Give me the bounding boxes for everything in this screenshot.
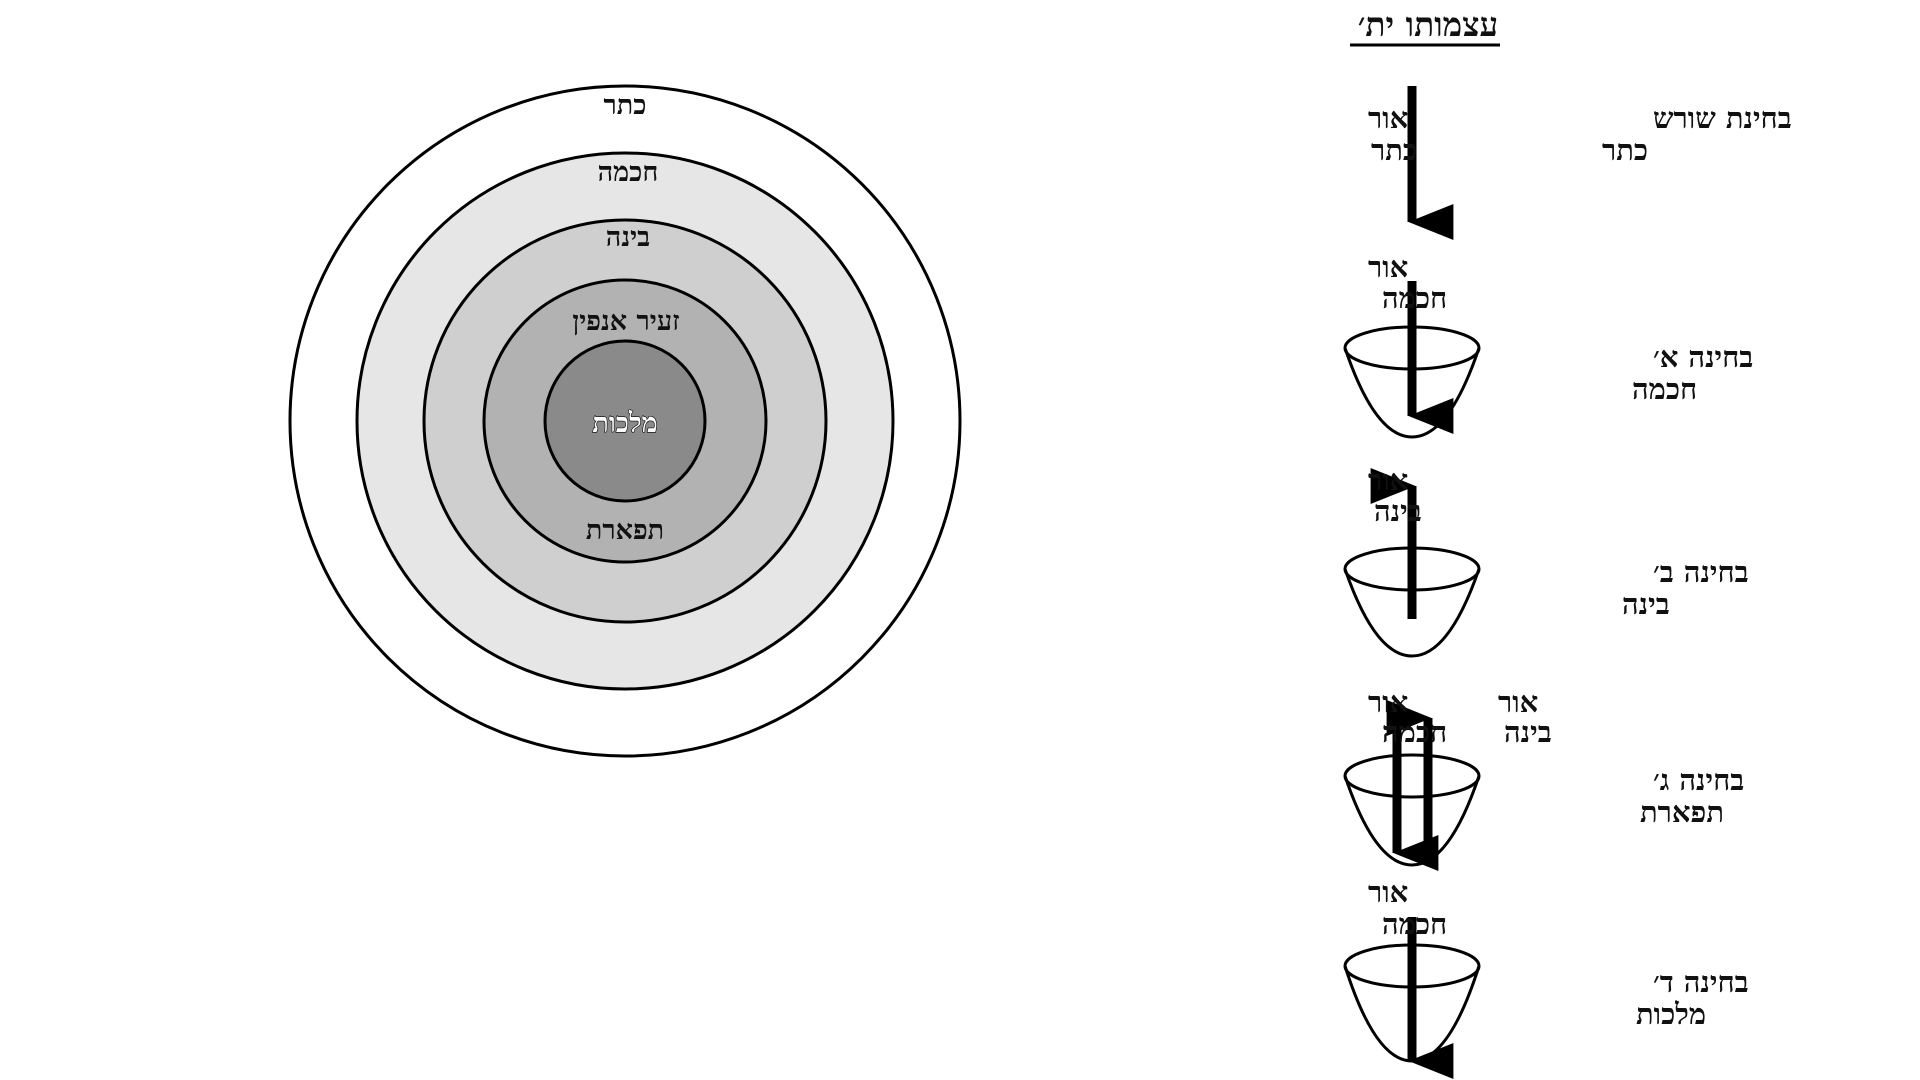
stage-label-line1: בחינה ב׳ [1653, 555, 1749, 589]
light-right-line2: בינה [1504, 715, 1552, 749]
light-label-line2: כתר [1371, 133, 1417, 167]
stage-label-line2: מלכות [1636, 997, 1706, 1031]
light-label-line1: אור [1368, 250, 1408, 284]
light-left-line1: אור [1368, 685, 1408, 719]
stage-label-line1: בחינה ג׳ [1653, 763, 1744, 797]
label-bina: בינה [606, 222, 650, 253]
light-label-line1: אור [1368, 875, 1408, 909]
four-phases-diagram: עצמותו ית׳ אור כתר בחינת שורש כתר אור חכ… [1343, 5, 1792, 1079]
light-label-line2: חכמה [1382, 907, 1447, 941]
label-chochma: חכמה [598, 157, 659, 188]
light-label-line2: בינה [1374, 494, 1422, 528]
stage-label-line2: בינה [1622, 587, 1670, 621]
stage-label-line2: כתר [1602, 133, 1648, 167]
stage-label-line1: בחינה ד׳ [1653, 965, 1749, 999]
label-keter: כתר [604, 90, 647, 121]
ring-malchut [543, 339, 707, 503]
stage-label-line2: תפארת [1640, 795, 1724, 829]
title-atzmuto: עצמותו ית׳ [1358, 5, 1498, 44]
light-left-line2: חכמה [1382, 715, 1447, 749]
light-right-line1: אור [1498, 685, 1538, 719]
vessel-stage-3 [1343, 753, 1481, 867]
label-zeir-anpin: זעיר אנפין [572, 306, 679, 337]
stage-label-line1: בחינת שורש [1653, 101, 1792, 135]
stage-label-line1: בחינה א׳ [1653, 340, 1753, 374]
light-label-line2: חכמה [1382, 281, 1447, 315]
light-label-line1: אור [1368, 463, 1408, 497]
concentric-sefirot-diagram: כתר חכמה בינה זעיר אנפין מלכות תפארת [288, 84, 962, 758]
label-tiferet: תפארת [586, 515, 664, 546]
light-label-line1: אור [1368, 101, 1408, 135]
label-malchut: מלכות [592, 408, 657, 439]
stage-label-line2: חכמה [1632, 372, 1697, 406]
